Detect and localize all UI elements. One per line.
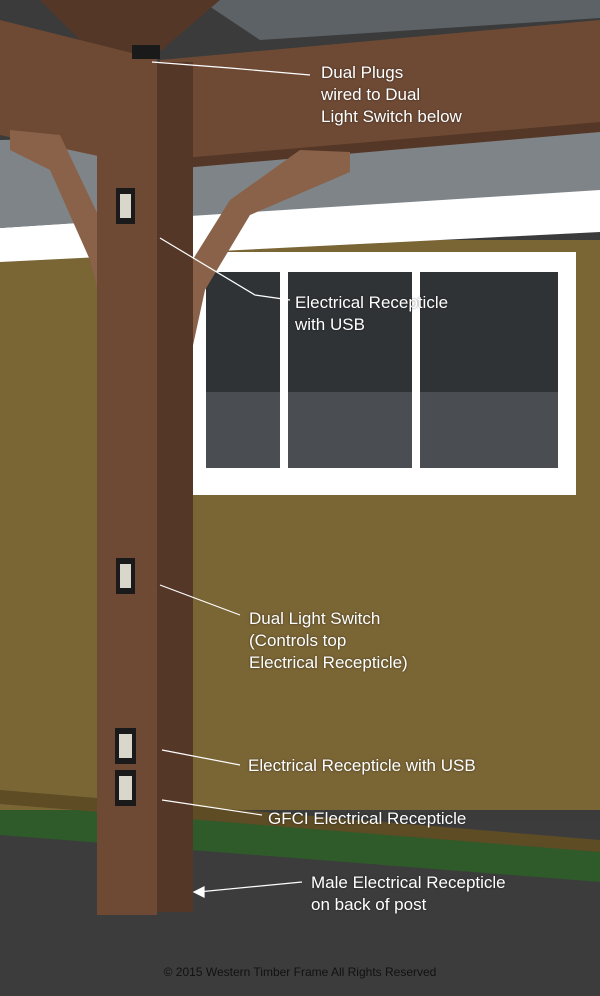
- right-beam-underside: [160, 122, 600, 170]
- roof-shingles-upper: [200, 0, 600, 40]
- callout-line: wired to Dual: [321, 85, 421, 104]
- callout-line: Dual Plugs: [321, 63, 404, 82]
- leader-dual-plugs: [151, 61, 311, 76]
- callout-line: Electrical Recepticle: [295, 293, 449, 312]
- leader-lines: [151, 61, 311, 898]
- callout-line: Light Switch below: [321, 107, 462, 126]
- outlet-face-top: [120, 194, 131, 218]
- leader-gfci-receptacle: [161, 799, 263, 816]
- post-side: [157, 62, 193, 912]
- leader-receptacle-usb-bottom: [161, 749, 241, 766]
- post-cap: [132, 45, 160, 59]
- outlet-face-gfci: [119, 776, 132, 800]
- callout-line: GFCI Electrical Recepticle: [268, 809, 467, 828]
- callout-receptacle-usb-top: Electrical Recepticle with USB: [295, 292, 448, 336]
- callout-line: Male Electrical Recepticle: [311, 873, 506, 892]
- switch-face: [120, 564, 131, 588]
- callout-line: on back of post: [311, 895, 427, 914]
- callout-line: with USB: [295, 315, 365, 334]
- callout-dual-plugs: Dual Plugs wired to Dual Light Switch be…: [321, 62, 462, 128]
- callout-line: (Controls top: [249, 631, 347, 650]
- window-blind-shade-left: [206, 272, 280, 392]
- upper-rafter: [40, 0, 220, 60]
- callout-line: Electrical Recepticle with USB: [248, 756, 476, 775]
- outlet-face-usb: [119, 734, 132, 758]
- leader-receptacle-usb-top: [159, 237, 291, 301]
- copyright-notice: © 2015 Western Timber Frame All Rights R…: [163, 965, 437, 979]
- window-blind-shade-middle: [288, 272, 412, 392]
- callout-dual-light-switch: Dual Light Switch (Controls top Electric…: [249, 608, 408, 674]
- callout-receptacle-usb-bottom: Electrical Recepticle with USB: [248, 755, 476, 777]
- callout-gfci-receptacle: GFCI Electrical Recepticle: [268, 808, 466, 830]
- callout-line: Dual Light Switch: [249, 609, 381, 628]
- leader-male-receptacle: [197, 881, 303, 893]
- callout-line: Electrical Recepticle): [249, 653, 408, 672]
- callout-male-receptacle: Male Electrical Recepticle on back of po…: [311, 872, 506, 916]
- window-blind-shade-right: [420, 272, 558, 392]
- right-beam: [160, 20, 600, 168]
- leader-male-receptacle-arrowhead: [192, 886, 205, 898]
- leader-dual-light-switch: [159, 584, 241, 616]
